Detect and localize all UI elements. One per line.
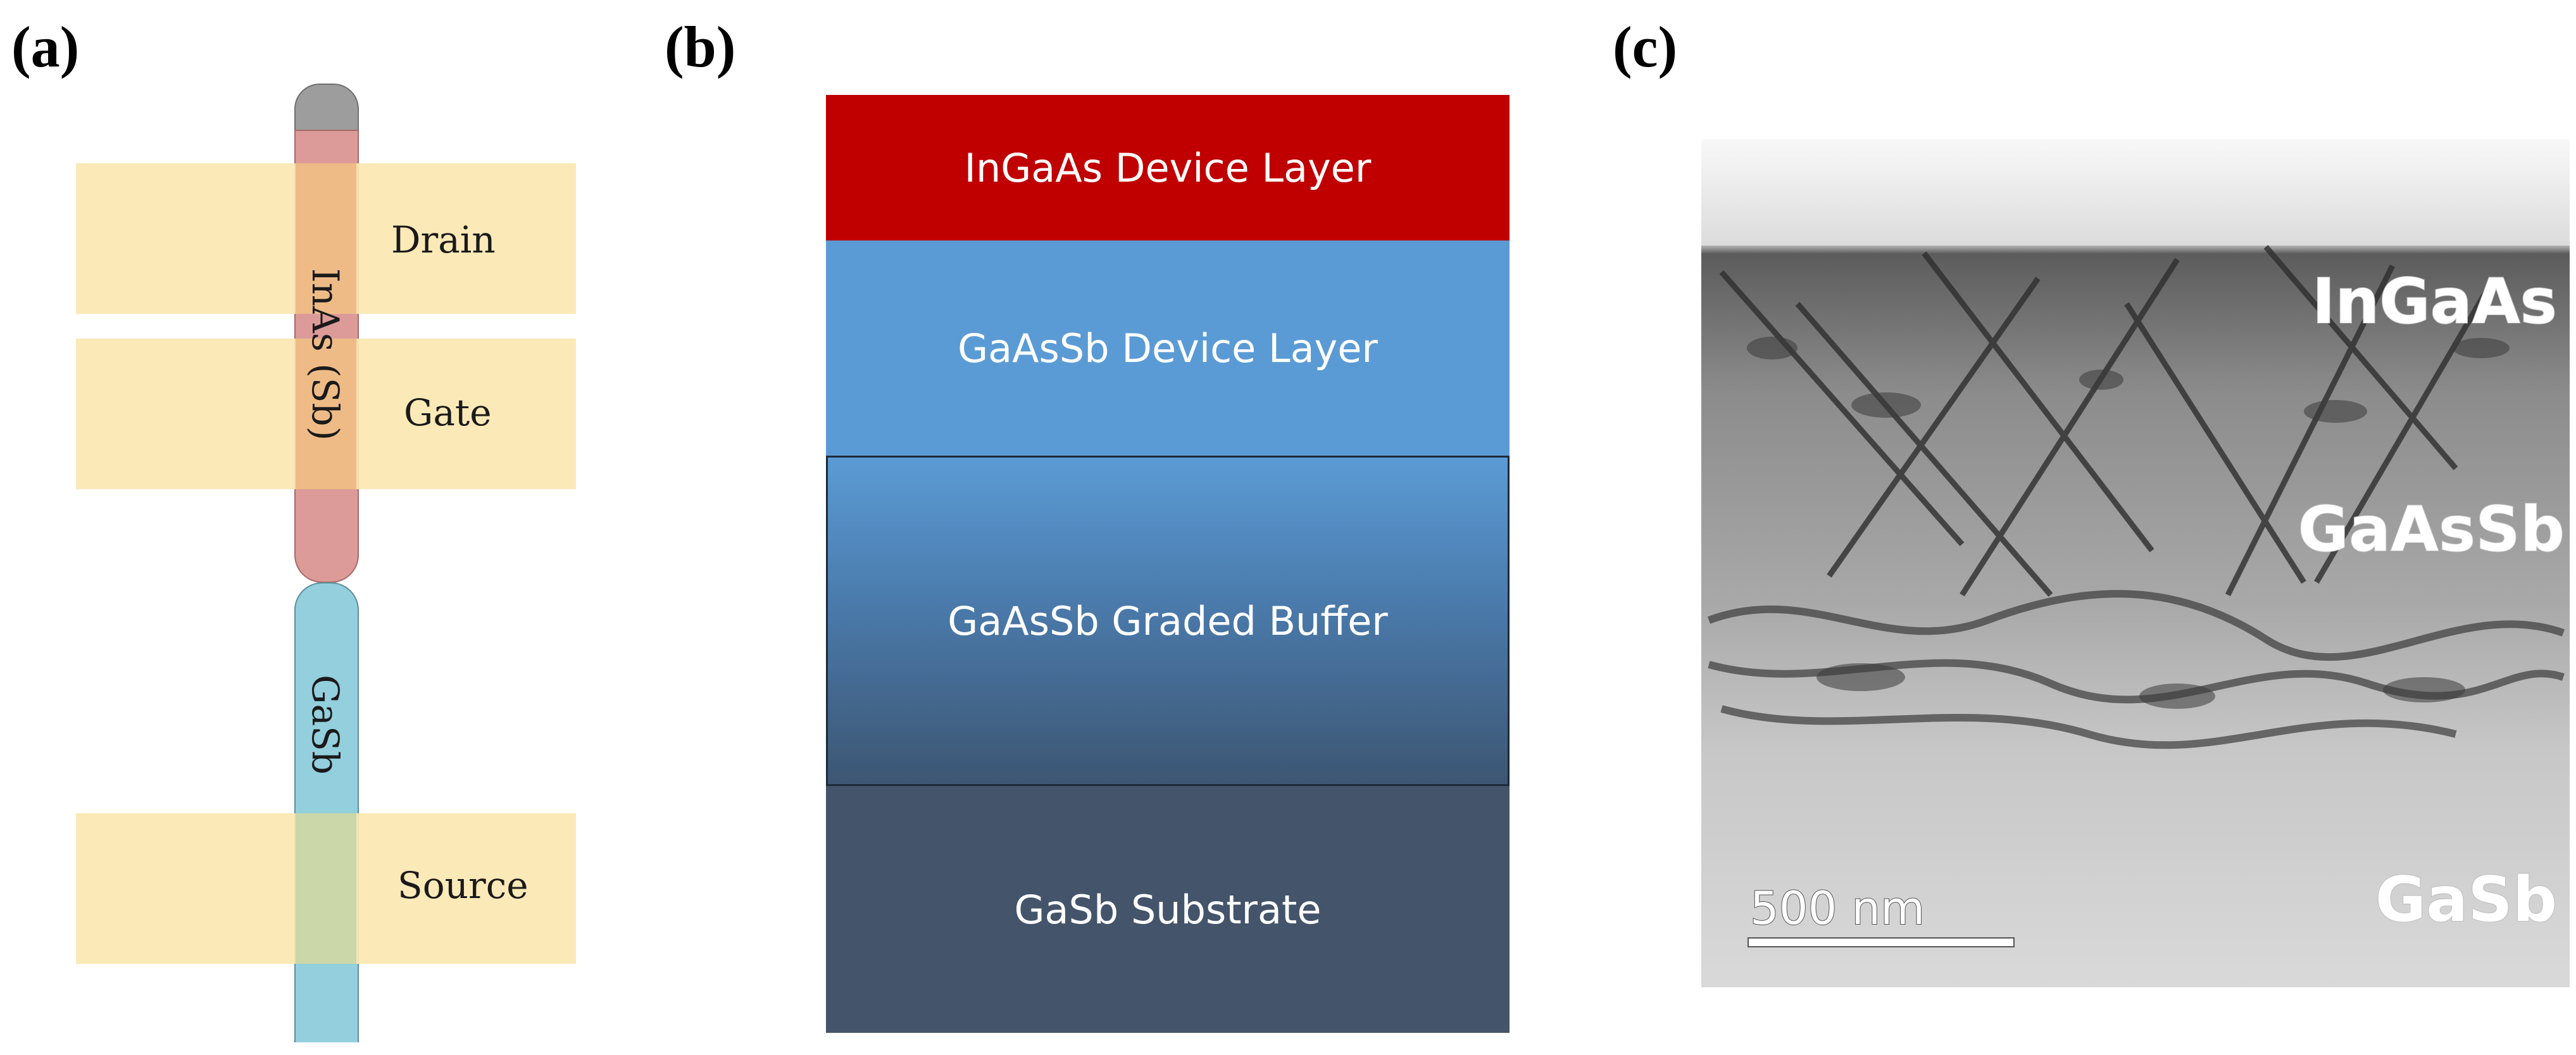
panel-label-b: (b)	[665, 15, 736, 79]
tem-label-gasb: GaSb	[2375, 864, 2557, 936]
drain-label: Drain	[391, 218, 496, 261]
source-label: Source	[397, 864, 528, 907]
scale-bar-label: 500 nm	[1750, 882, 1925, 935]
gaassb-graded-buffer: GaAsSb Graded Buffer	[826, 456, 1510, 786]
ingaas-device-layer: InGaAs Device Layer	[826, 95, 1510, 240]
gasb-segment	[294, 582, 359, 1042]
nanowire-schematic: Drain Gate Source InAs (Sb) GaSb	[0, 0, 633, 1055]
gasb-substrate: GaSb Substrate	[826, 786, 1510, 1033]
tem-capping	[1701, 139, 2570, 246]
tem-background	[1701, 139, 2570, 987]
source-overlap	[296, 813, 356, 964]
gate-overlap	[296, 339, 356, 489]
gate-label: Gate	[404, 391, 492, 434]
tem-label-gaassb: GaAsSb	[2298, 494, 2565, 566]
tem-spots	[1747, 337, 2510, 709]
scale-bar	[1748, 937, 2015, 947]
tem-image: InGaAs GaAsSb GaSb 500 nm	[1701, 139, 2570, 987]
gasb-label: GaSb	[304, 675, 347, 775]
nanowire-cap	[294, 84, 359, 135]
panel-label-a: (a)	[11, 15, 80, 79]
panel-label-c: (c)	[1613, 15, 1678, 79]
tem-defects	[1719, 245, 2496, 597]
inas-label: InAs (Sb)	[304, 268, 347, 441]
gaassb-device-layer: GaAsSb Device Layer	[826, 240, 1510, 456]
tem-label-ingaas: InGaAs	[2312, 266, 2557, 338]
drain-overlap	[296, 163, 356, 314]
